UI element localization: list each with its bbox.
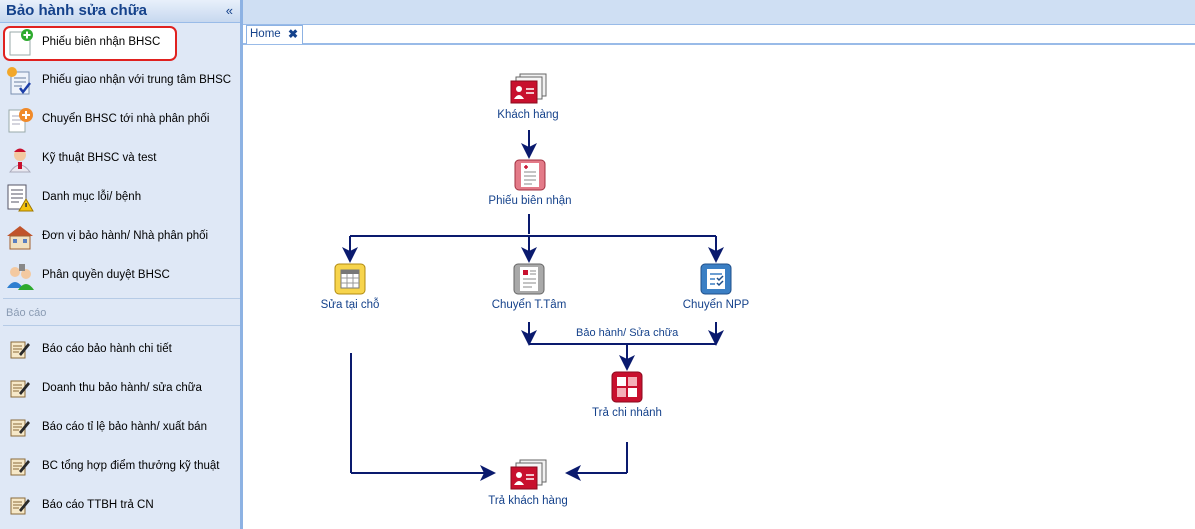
report-edit-icon — [10, 497, 30, 515]
flow-node-label: Trả khách hàng — [488, 495, 568, 507]
flow-node-label: Khách hàng — [497, 109, 559, 121]
report-item-label: BC tổng hợp điểm thưởng kỹ thuật — [42, 460, 220, 472]
sidebar-item-danh-muc-loi[interactable]: Danh mục lỗi/ bệnh — [3, 181, 233, 215]
flow-node-label: Chuyển T.Tâm — [491, 299, 567, 311]
customer-card-icon — [510, 73, 547, 104]
flow-node-tra-chi-nhanh[interactable]: Trả chi nhánh — [582, 370, 672, 419]
flow-node-phieu-bien-nhan[interactable]: Phiếu biên nhận — [480, 158, 580, 207]
report-item-bao-hanh-chi-tiet[interactable]: Báo cáo bảo hành chi tiết — [3, 334, 233, 364]
sidebar-item-label: Kỹ thuật BHSC và test — [42, 152, 157, 164]
tab-home[interactable]: Home ✖ — [246, 25, 303, 44]
report-item-label: Báo cáo TTBH trả CN — [42, 499, 154, 511]
sidebar-item-label: Đơn vị bảo hành/ Nhà phân phối — [42, 230, 209, 242]
tab-label: Home — [250, 28, 281, 40]
report-edit-icon — [10, 419, 30, 437]
flow-node-label: Chuyển NPP — [682, 299, 750, 311]
building-icon — [7, 226, 33, 250]
flow-node-chuyen-ttam[interactable]: Chuyển T.Tâm — [484, 262, 574, 311]
close-icon[interactable]: ✖ — [288, 27, 299, 41]
sidebar-item-phan-quyen[interactable]: Phân quyền duyệt BHSC — [3, 259, 233, 293]
sidebar-item-phieu-giao-nhan[interactable]: Phiếu giao nhận với trung tâm BHSC — [3, 64, 233, 98]
warning-list-icon — [7, 184, 34, 212]
sidebar-item-label: Phân quyền duyệt BHSC — [42, 269, 170, 281]
sidebar-item-label: Chuyển BHSC tới nhà phân phối — [42, 113, 210, 125]
transfer-center-icon — [513, 263, 545, 295]
report-item-label: Doanh thu bảo hành/ sửa chữa — [42, 382, 202, 394]
sidebar-title: Bảo hành sửa chữa — [6, 2, 147, 19]
report-item-ttbh-tra-cn[interactable]: Báo cáo TTBH trả CN — [3, 490, 233, 520]
technician-icon — [9, 148, 31, 173]
flow-edge-label-bao-hanh: Bảo hành/ Sửa chữa — [576, 327, 679, 339]
receipt-form-icon — [514, 159, 546, 191]
flow-node-tra-khach-hang[interactable]: Trả khách hàng — [478, 458, 578, 507]
add-document-icon — [8, 108, 33, 133]
section-label-bao-cao: Báo cáo — [6, 307, 47, 319]
flow-node-label: Sửa tại chỗ — [320, 299, 380, 311]
report-item-label: Báo cáo bảo hành chi tiết — [42, 343, 172, 355]
divider — [3, 298, 240, 299]
sidebar-item-don-vi-bao-hanh[interactable]: Đơn vị bảo hành/ Nhà phân phối — [3, 220, 233, 254]
flow-node-khach-hang[interactable]: Khách hàng — [488, 72, 568, 121]
new-document-icon — [9, 29, 33, 56]
sidebar-item-chuyen-bhsc[interactable]: Chuyển BHSC tới nhà phân phối — [3, 103, 233, 137]
flow-node-label: Trả chi nhánh — [592, 407, 662, 419]
users-permission-icon — [7, 264, 34, 290]
report-edit-icon — [10, 458, 30, 476]
report-item-ti-le[interactable]: Báo cáo tỉ lệ bảo hành/ xuất bán — [3, 412, 233, 442]
report-edit-icon — [10, 380, 30, 398]
transfer-distributor-icon — [700, 263, 732, 295]
delivery-form-icon — [7, 67, 31, 95]
onsite-repair-icon — [334, 263, 366, 295]
report-item-doanh-thu[interactable]: Doanh thu bảo hành/ sửa chữa — [3, 373, 233, 403]
sidebar-item-label: Phiếu giao nhận với trung tâm BHSC — [42, 74, 232, 86]
sidebar-item-phieu-bien-nhan[interactable]: Phiếu biên nhận BHSC — [3, 26, 177, 61]
report-item-diem-thuong[interactable]: BC tổng hợp điểm thưởng kỹ thuật — [3, 451, 233, 481]
sidebar-item-ky-thuat[interactable]: Kỹ thuật BHSC và test — [3, 142, 233, 176]
flow-node-sua-tai-cho[interactable]: Sửa tại chỗ — [305, 262, 395, 311]
report-edit-icon — [10, 341, 30, 359]
sidebar-item-label: Phiếu biên nhận BHSC — [42, 36, 161, 48]
sidebar: Bảo hành sửa chữa « Phiếu biên nhận BHSC… — [0, 0, 243, 529]
flow-node-chuyen-npp[interactable]: Chuyển NPP — [671, 262, 761, 311]
divider — [3, 325, 240, 326]
report-item-label: Báo cáo tỉ lệ bảo hành/ xuất bán — [42, 421, 207, 433]
sidebar-header: Bảo hành sửa chữa « — [0, 0, 240, 23]
return-branch-icon — [611, 371, 643, 403]
sidebar-item-label: Danh mục lỗi/ bệnh — [42, 191, 142, 203]
flow-node-label: Phiếu biên nhận — [488, 195, 572, 207]
customer-card-icon — [510, 459, 547, 490]
collapse-sidebar-button[interactable]: « — [225, 3, 233, 18]
top-bar — [243, 0, 1195, 25]
tab-strip-line — [243, 43, 1195, 45]
